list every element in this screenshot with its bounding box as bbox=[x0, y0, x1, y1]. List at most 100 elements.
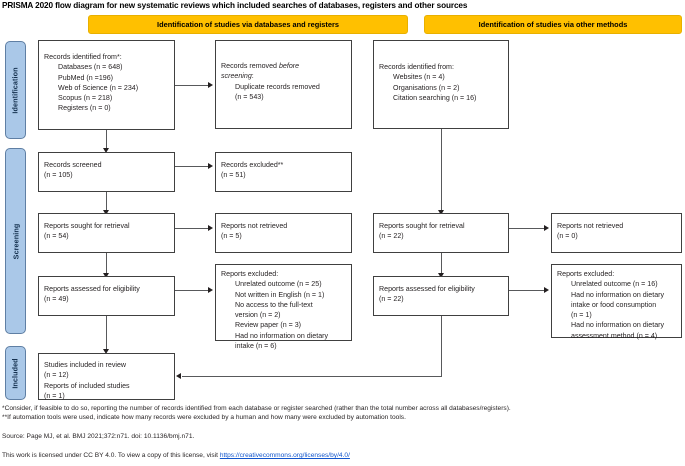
box-reports-sought-other: Reports sought for retrieval (n = 22) bbox=[373, 213, 509, 253]
banner-other-methods: Identification of studies via other meth… bbox=[424, 15, 682, 34]
box-line: Reports not retrieved bbox=[221, 222, 288, 230]
banner-label: Identification of studies via other meth… bbox=[478, 20, 628, 29]
box-records-removed: Records removed before screening: Duplic… bbox=[215, 40, 352, 129]
box-heading: Records removed before bbox=[221, 62, 300, 70]
box-reports-assessed-other: Reports assessed for eligibility (n = 22… bbox=[373, 276, 509, 316]
box-records-excluded: Records excluded** (n = 51) bbox=[215, 152, 352, 192]
banner-databases-registers: Identification of studies via databases … bbox=[88, 15, 408, 34]
box-item: Not written in English (n = 1) bbox=[235, 290, 325, 299]
box-line: Reports assessed for eligibility bbox=[44, 285, 140, 293]
connector-sought-to-assessed bbox=[106, 253, 107, 273]
box-item: Had no information on dietary bbox=[571, 290, 665, 299]
box-item: Websites (n = 4) bbox=[393, 73, 445, 82]
connector-sought-other-to-notretrieved bbox=[509, 228, 544, 229]
box-line: (n = 49) bbox=[44, 295, 69, 304]
box-reports-excluded-other: Reports excluded: Unrelated outcome (n =… bbox=[551, 264, 682, 340]
box-item: intake (n = 6) bbox=[235, 342, 277, 351]
box-line: (n = 105) bbox=[44, 171, 73, 180]
box-item: Unrelated outcome (n = 16) bbox=[571, 280, 658, 289]
page-title: PRISMA 2020 flow diagram for new systema… bbox=[2, 1, 468, 10]
box-item: Had no information on dietary bbox=[235, 331, 329, 340]
box-records-identified-other: Records identified from: Websites (n = 4… bbox=[373, 40, 509, 129]
box-item: version (n = 2) bbox=[235, 311, 281, 320]
box-records-identified: Records identified from*: Databases (n =… bbox=[38, 40, 175, 130]
box-heading: Records identified from*: bbox=[44, 53, 122, 61]
box-line: (n = 12) bbox=[44, 371, 69, 380]
box-item: Review paper (n = 3) bbox=[235, 321, 302, 330]
box-item: Databases (n = 648) bbox=[58, 63, 123, 72]
box-item: intake or food consumption bbox=[571, 300, 657, 309]
box-line: Reports not retrieved bbox=[557, 222, 624, 230]
box-line: (n = 22) bbox=[379, 232, 404, 241]
connector-assessed-to-excluded-db bbox=[175, 290, 208, 291]
arrowhead-down bbox=[438, 273, 444, 278]
box-line: Reports assessed for eligibility bbox=[379, 285, 475, 293]
box-item: (n = 543) bbox=[235, 92, 264, 101]
license-link[interactable]: https://creativecommons.org/licenses/by/… bbox=[219, 452, 350, 459]
footer-source: Source: Page MJ, et al. BMJ 2021;372:n71… bbox=[2, 433, 195, 440]
box-line: Studies included in review bbox=[44, 361, 127, 369]
box-line: (n = 54) bbox=[44, 232, 69, 241]
arrowhead-right bbox=[208, 81, 213, 88]
box-line: (n = 0) bbox=[557, 232, 578, 241]
box-item: Registers (n = 0) bbox=[58, 104, 111, 113]
box-records-screened: Records screened (n = 105) bbox=[38, 152, 175, 192]
box-item: Scopus (n = 218) bbox=[58, 94, 113, 103]
connector-identified-to-removed bbox=[175, 85, 208, 86]
arrowhead-down bbox=[103, 148, 109, 153]
box-line: Records excluded** bbox=[221, 161, 284, 169]
box-line: Reports sought for retrieval bbox=[379, 222, 465, 230]
box-heading: Records identified from: bbox=[379, 63, 454, 71]
connector-other-to-included-vertical bbox=[441, 316, 442, 376]
footer-license: This work is licensed under CC BY 4.0. T… bbox=[2, 451, 350, 460]
box-item: Duplicate records removed bbox=[235, 82, 320, 91]
stage-label-screening: Screening bbox=[5, 148, 26, 334]
arrowhead-down bbox=[438, 210, 444, 215]
box-heading: Reports excluded: bbox=[557, 270, 615, 278]
connector-assessed-other-to-excluded bbox=[509, 290, 544, 291]
box-item: Had no information on dietary bbox=[571, 321, 665, 330]
box-line: (n = 5) bbox=[221, 232, 242, 241]
connector-identified-other-to-sought bbox=[441, 129, 442, 210]
stage-label-included: Included bbox=[5, 346, 26, 400]
connector-other-to-included-horizontal bbox=[182, 376, 442, 377]
box-item: (n = 1) bbox=[571, 311, 592, 320]
footnote-consider: *Consider, if feasible to do so, reporti… bbox=[2, 405, 511, 412]
box-reports-not-retrieved-other: Reports not retrieved (n = 0) bbox=[551, 213, 682, 253]
box-item: Web of Science (n = 234) bbox=[58, 83, 139, 92]
connector-sought-other-to-assessed bbox=[441, 253, 442, 273]
box-heading: Reports excluded: bbox=[221, 270, 279, 278]
banner-label: Identification of studies via databases … bbox=[157, 20, 339, 29]
box-line: (n = 1) bbox=[44, 391, 65, 400]
connector-screened-to-sought bbox=[106, 192, 107, 210]
box-studies-included: Studies included in review (n = 12) Repo… bbox=[38, 353, 175, 400]
box-heading-cont: screening: bbox=[221, 72, 254, 81]
box-item: Citation searching (n = 16) bbox=[393, 93, 477, 102]
arrowhead-right bbox=[544, 286, 549, 293]
box-reports-sought-db: Reports sought for retrieval (n = 54) bbox=[38, 213, 175, 253]
arrowhead-right bbox=[544, 224, 549, 231]
connector-screened-to-excluded bbox=[175, 166, 208, 167]
box-item: No access to the full-text bbox=[235, 300, 313, 309]
box-reports-not-retrieved-db: Reports not retrieved (n = 5) bbox=[215, 213, 352, 253]
box-item: Unrelated outcome (n = 25) bbox=[235, 280, 322, 289]
connector-sought-to-notretrieved bbox=[175, 228, 208, 229]
box-line: (n = 22) bbox=[379, 295, 404, 304]
box-item: PubMed (n =196) bbox=[58, 73, 114, 82]
box-line: Records screened bbox=[44, 161, 102, 169]
license-text: This work is licensed under CC BY 4.0. T… bbox=[2, 452, 220, 459]
arrowhead-right bbox=[208, 224, 213, 231]
arrowhead-left bbox=[176, 372, 181, 379]
box-item: Organisations (n = 2) bbox=[393, 83, 460, 92]
box-reports-excluded-db: Reports excluded: Unrelated outcome (n =… bbox=[215, 264, 352, 350]
stage-label-identification: Identification bbox=[5, 41, 26, 139]
connector-assessed-to-included bbox=[106, 316, 107, 349]
box-line: Reports sought for retrieval bbox=[44, 222, 130, 230]
arrowhead-down bbox=[103, 210, 109, 215]
arrowhead-down bbox=[103, 349, 109, 354]
arrowhead-right bbox=[208, 162, 213, 169]
arrowhead-right bbox=[208, 286, 213, 293]
box-item: assessment method (n = 4) bbox=[571, 331, 658, 340]
box-reports-assessed-db: Reports assessed for eligibility (n = 49… bbox=[38, 276, 175, 316]
